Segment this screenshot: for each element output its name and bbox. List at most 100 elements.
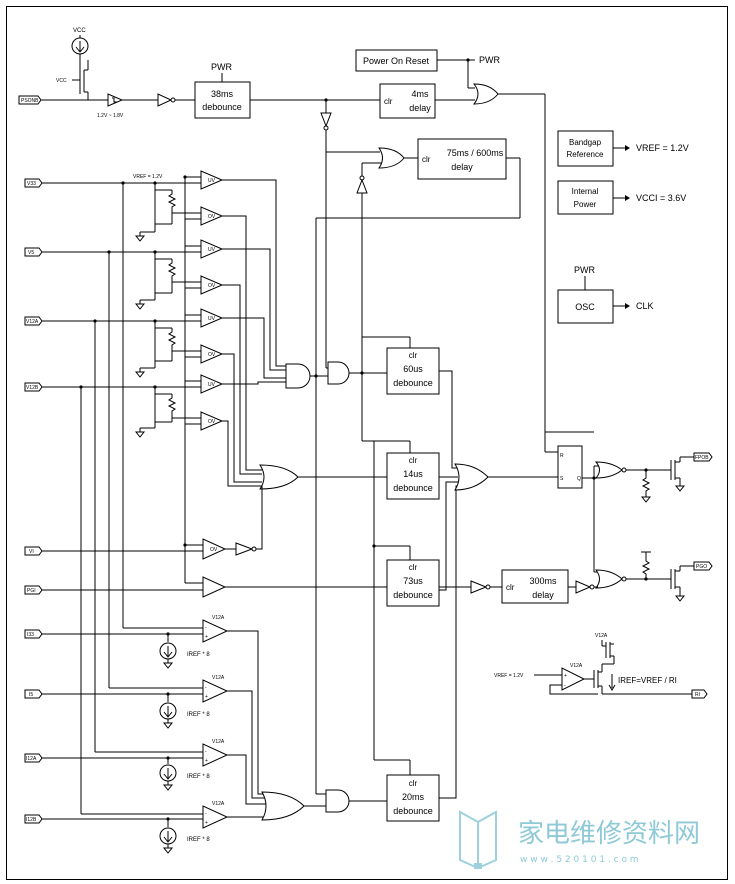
bandgap-line1: Bandgap — [569, 138, 602, 147]
svg-text:UV: UV — [208, 247, 216, 253]
debounce-14us-line1: 14us — [403, 469, 423, 479]
debounce-14us-block: clr 14us debounce — [386, 452, 440, 500]
pin-i33: I33 — [24, 629, 43, 639]
svg-text:S: S — [560, 476, 564, 482]
svg-text:clr: clr — [422, 155, 431, 164]
svg-text:clr: clr — [409, 456, 418, 465]
comparator-uv-v12a: UV — [200, 308, 224, 328]
opamp-ri: + - V12A — [561, 663, 586, 691]
svg-text:+: + — [205, 634, 208, 640]
svg-text:clr: clr — [409, 779, 418, 788]
delay-4ms-block: clr 4ms delay — [379, 83, 436, 119]
debounce-60us-line1: 60us — [403, 364, 423, 374]
current-sink-i5: IREF * 8 — [159, 702, 210, 729]
svg-text:VI: VI — [29, 549, 34, 555]
svg-text:IREF * 8: IREF * 8 — [187, 652, 210, 658]
svg-text:I5: I5 — [29, 692, 33, 698]
svg-text:V33: V33 — [27, 181, 36, 187]
osc-block: OSC — [557, 289, 614, 324]
psonb-pmos: VCC — [56, 60, 89, 94]
svg-text:PGI: PGI — [27, 588, 36, 594]
watermark-logo — [459, 810, 497, 870]
pin-i5: I5 — [24, 689, 43, 699]
current-sink-i33: IREF * 8 — [159, 642, 210, 669]
internal-power-line2: Power — [574, 200, 597, 209]
debounce-20ms-line1: 20ms — [402, 792, 425, 802]
comparator-ov-v12b: OV — [200, 411, 224, 431]
delay-300ms-line2: delay — [532, 590, 554, 600]
bandgap-line2: Reference — [567, 150, 604, 159]
current-sink-i12a: IREF * 8 — [159, 764, 210, 791]
nor-gate-pgo — [594, 569, 627, 589]
pin-vi: VI — [24, 546, 43, 556]
svg-text:OSC: OSC — [575, 302, 595, 312]
svg-text:-: - — [564, 683, 566, 689]
svg-text:-: - — [205, 811, 207, 817]
svg-text:V12A: V12A — [26, 319, 39, 325]
debounce-60us-block: clr 60us debounce — [386, 347, 440, 395]
svg-text:Q: Q — [577, 476, 581, 482]
debounce-73us-block: clr 73us debounce — [386, 559, 440, 607]
svg-text:VCC: VCC — [73, 28, 86, 34]
comparator-ov-v33: OV — [200, 206, 224, 226]
nmos-fpob — [670, 457, 686, 492]
watermark-url: w w w . 5 2 0 1 0 1 . c o m — [520, 855, 639, 865]
svg-text:I12A: I12A — [26, 756, 37, 762]
svg-text:V12A: V12A — [212, 739, 225, 745]
svg-text:UV: UV — [208, 382, 216, 388]
svg-text:OV: OV — [210, 547, 218, 553]
vcc-current-source: VCC — [71, 28, 89, 68]
comparator-uv-v12b: UV — [200, 374, 224, 394]
svg-text:VREF = 1.2V: VREF = 1.2V — [494, 673, 524, 679]
comparator-ov-v12a: OV — [200, 344, 224, 364]
divider-v5 — [134, 245, 201, 310]
svg-text:I12B: I12B — [26, 817, 37, 823]
iref-arrow: IREF=VREF / RI — [608, 674, 677, 691]
nmos-pgo — [670, 566, 686, 602]
svg-text:PWR: PWR — [574, 265, 595, 275]
inverter-73us — [470, 580, 491, 594]
pin-v12a: V12A — [24, 316, 43, 326]
svg-text:-: - — [205, 685, 207, 691]
pin-v5: V5 — [24, 247, 43, 257]
svg-text:V12A: V12A — [212, 675, 225, 681]
svg-text:VREF = 1.2V: VREF = 1.2V — [133, 174, 163, 180]
power-on-reset-block: Power On Reset — [355, 49, 438, 72]
inverter-down — [320, 112, 332, 131]
svg-text:UV: UV — [208, 316, 216, 322]
svg-text:R: R — [560, 453, 564, 459]
debounce-73us-line1: 73us — [403, 576, 423, 586]
pin-pgo: PGO — [693, 561, 713, 571]
delay-300ms-line1: 300ms — [529, 576, 557, 586]
pmos-mirror: V12A — [595, 633, 615, 672]
svg-text:VCCI = 3.6V: VCCI = 3.6V — [636, 193, 686, 203]
inverter-vi — [235, 542, 257, 556]
debounce-20ms-line2: debounce — [393, 806, 433, 816]
svg-text:Power On Reset: Power On Reset — [363, 56, 430, 66]
svg-text:UV: UV — [208, 178, 216, 184]
divider-v12b — [134, 380, 201, 438]
svg-text:+: + — [564, 673, 567, 679]
or-gate-por — [472, 83, 499, 105]
svg-text:PWR: PWR — [211, 62, 232, 72]
debounce-38ms-block: 38ms debounce — [194, 81, 251, 119]
comparator-i33: - + V12A — [202, 615, 229, 643]
svg-text:clr: clr — [384, 97, 393, 106]
svg-text:V12A: V12A — [212, 615, 225, 621]
svg-text:RI: RI — [695, 692, 700, 698]
delay-300ms-block: clr 300ms delay — [501, 569, 569, 604]
svg-text:IREF * 8: IREF * 8 — [187, 774, 210, 780]
debounce-14us-line2: debounce — [393, 483, 433, 493]
svg-text:FPOB: FPOB — [695, 455, 709, 461]
svg-text:1.2V ~ 1.8V: 1.2V ~ 1.8V — [97, 113, 124, 119]
svg-text:-: - — [205, 749, 207, 755]
comparator-ov-v5: OV — [200, 275, 224, 295]
svg-text:IREF=VREF / RI: IREF=VREF / RI — [618, 676, 677, 685]
nmos-ri — [593, 670, 603, 694]
inverter-300ms — [575, 580, 595, 594]
and-gate-uv — [285, 363, 311, 389]
pin-psonb: PSONB — [18, 95, 42, 105]
inverter-up — [356, 175, 368, 194]
svg-text:IREF * 8: IREF * 8 — [187, 837, 210, 843]
svg-text:PWR: PWR — [479, 55, 500, 65]
